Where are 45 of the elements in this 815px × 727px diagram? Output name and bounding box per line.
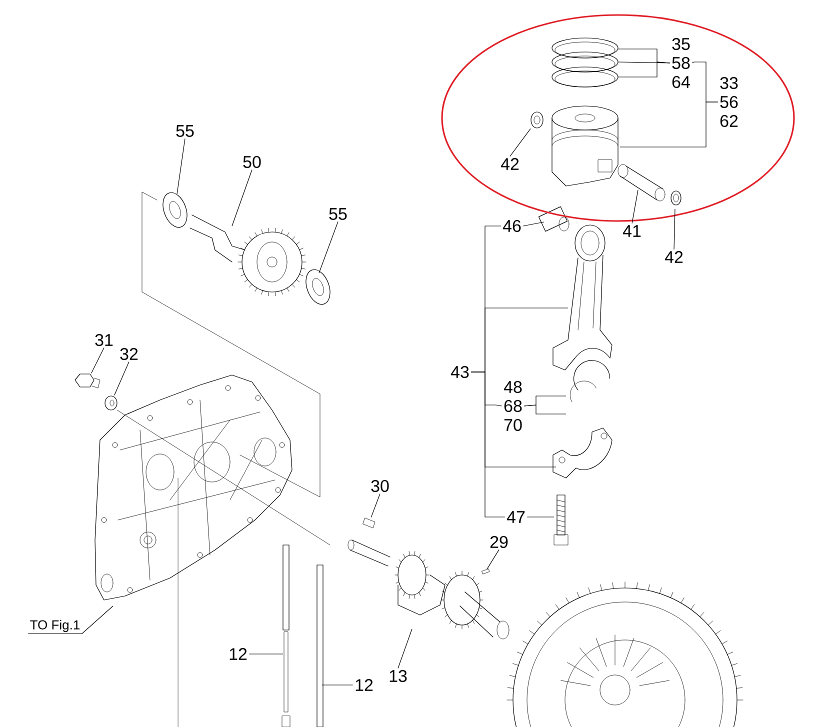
callout-number: 43 xyxy=(450,366,469,378)
callout-number: 31 xyxy=(95,334,113,346)
figure-reference: TO Fig.1 xyxy=(30,620,80,632)
callout-number: 12 xyxy=(356,679,373,691)
callout-number: 13 xyxy=(390,670,407,682)
callout-number: 12 xyxy=(230,648,247,660)
leader-line xyxy=(114,361,130,396)
leader-line xyxy=(370,493,380,518)
callout-number: 47 xyxy=(506,511,525,523)
callout-numbers: 33 56 62 xyxy=(720,76,738,128)
leader-line xyxy=(232,169,252,226)
leader-line xyxy=(470,372,506,518)
leader-line xyxy=(398,628,412,669)
bolt-drawing xyxy=(74,374,100,388)
leader-line xyxy=(632,190,638,224)
leader-line xyxy=(28,606,114,634)
callout-number: 42 xyxy=(500,158,519,170)
leader-line xyxy=(486,549,500,570)
leader-line xyxy=(620,102,718,148)
callout-number: 42 xyxy=(664,251,683,263)
leader-line xyxy=(674,208,676,250)
washer-drawing xyxy=(104,396,118,410)
snap-ring-drawing xyxy=(530,112,544,128)
callout-number: 41 xyxy=(622,225,641,237)
leader-line xyxy=(91,347,104,374)
callout-number: 55 xyxy=(329,208,347,220)
leader-line xyxy=(618,62,670,64)
callout-numbers: 48 68 70 xyxy=(504,380,522,432)
leader-line xyxy=(524,404,566,414)
key-drawing xyxy=(362,518,376,528)
leader-line xyxy=(510,128,531,157)
leader-line xyxy=(618,62,670,78)
callout-number: 30 xyxy=(371,480,389,492)
leader-line xyxy=(522,222,544,226)
leader-line xyxy=(526,516,554,518)
callout-numbers: 35 58 64 xyxy=(672,38,690,88)
callout-number: 55 xyxy=(176,125,194,137)
leader-line xyxy=(176,138,186,194)
callout-number: 50 xyxy=(243,156,261,168)
callout-number: 32 xyxy=(120,348,138,360)
callout-number: 46 xyxy=(502,220,521,232)
callout-number: 29 xyxy=(490,536,508,548)
leader-line xyxy=(318,221,338,274)
key-drawing xyxy=(482,568,490,574)
leader-line xyxy=(322,684,354,686)
